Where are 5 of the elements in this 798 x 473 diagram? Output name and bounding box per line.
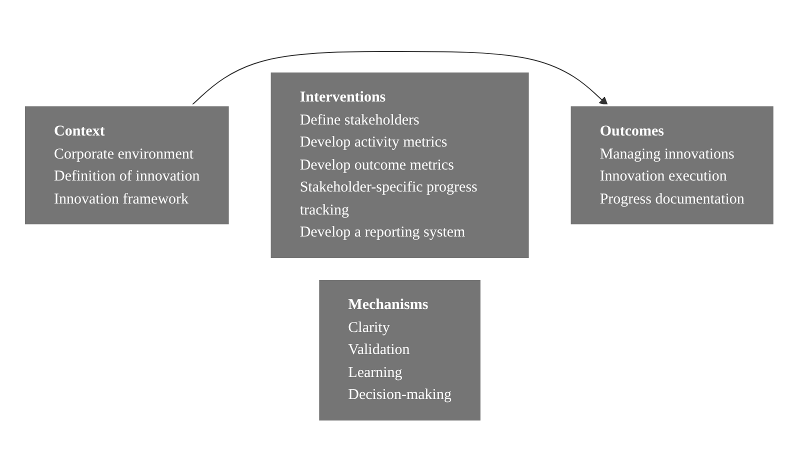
node-box: Mechanisms Clarity Validation Learning Decision-making [316, 278, 482, 422]
node-box: Outcomes Managing innovations Innovation execution Progress documentation [568, 104, 776, 226]
node-box: Interventions Define stakeholders Develop activity metrics Develop outcome metrics Stakeholder-specific progress tracking Develop a reporting system [268, 70, 531, 260]
node-box: Context Corporate environment Definition of innovation Innovation framework [22, 104, 231, 226]
arrow [191, 51, 608, 106]
